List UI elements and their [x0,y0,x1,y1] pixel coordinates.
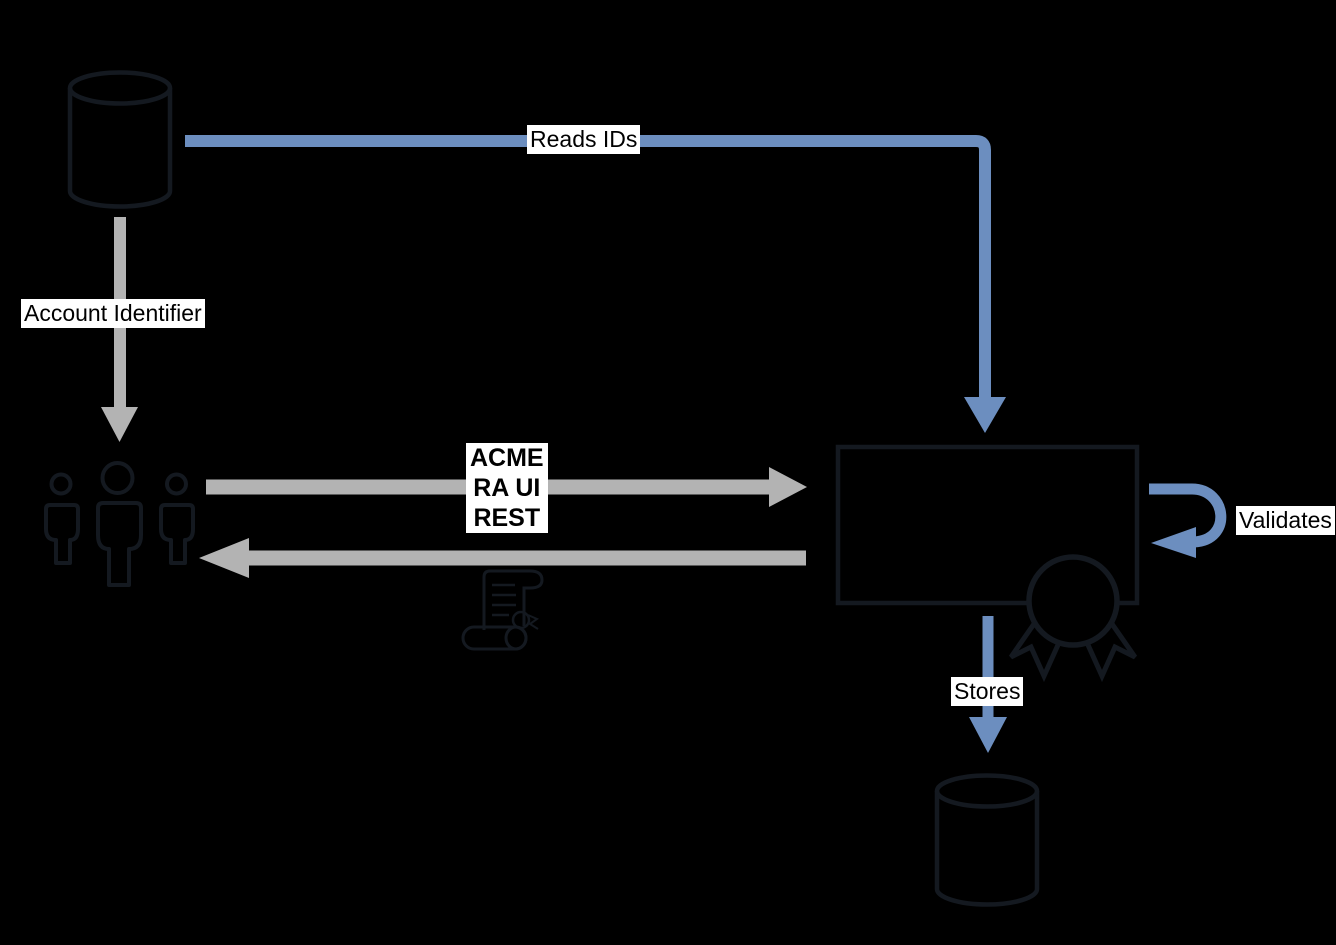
storage-database-icon [934,773,1040,907]
reads-ids-label: Reads IDs [527,125,641,154]
award-ribbon-icon [1008,554,1138,683]
response-arrow [199,538,806,578]
acme-ra-ui-rest-label: ACME RA UI REST [466,443,548,533]
account-identifier-arrow [101,217,138,442]
account-identifier-label: Account Identifier [21,299,205,328]
validates-label: Validates [1236,506,1335,535]
certificate-scroll-icon [461,569,544,651]
validates-loop-arrow [1149,483,1227,558]
stores-label: Stores [951,677,1024,706]
acme-label-line-2: RA UI [473,474,541,502]
reads-ids-arrow [185,135,1006,433]
user-group-icon [44,461,195,587]
acme-label-line-3: REST [473,504,541,532]
source-database-icon [67,70,173,209]
acme-label-line-1: ACME [470,444,544,472]
